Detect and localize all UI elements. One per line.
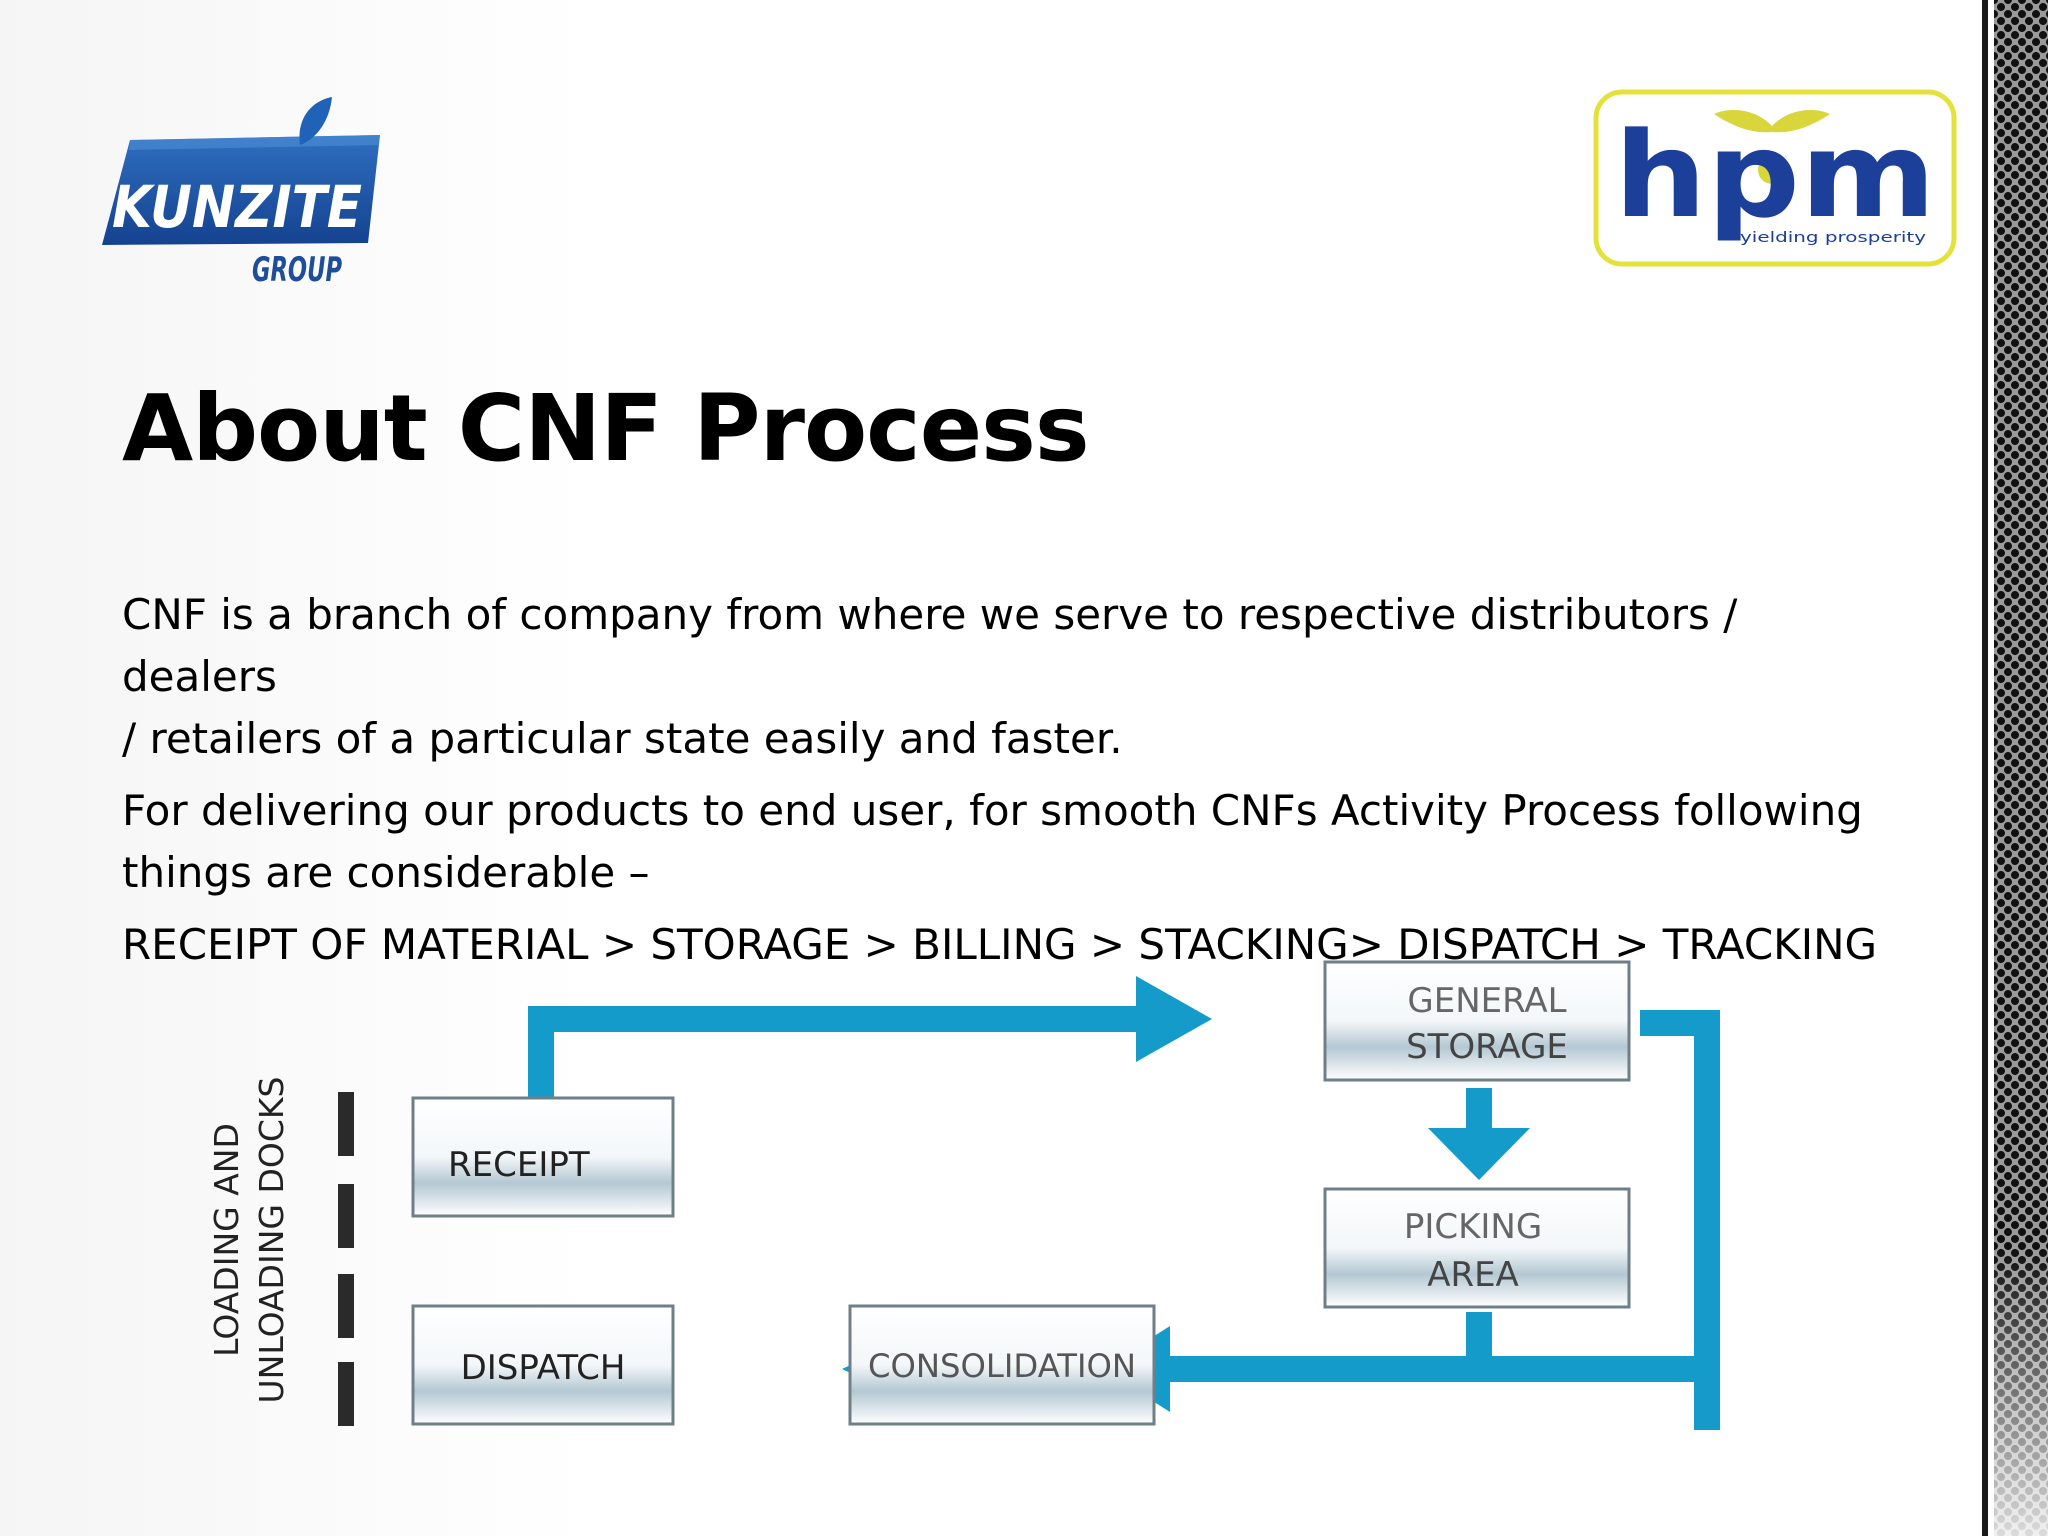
cnf-process-flow-diagram: LOADING AND UNLOADING DOCKS RECEIPT	[207, 960, 1720, 1430]
sprout-icon	[1714, 110, 1830, 133]
dock-bar	[338, 1274, 354, 1338]
general-storage-box: GENERAL STORAGE	[1323, 960, 1631, 1082]
group-wordmark: GROUP	[252, 250, 342, 290]
box-label: RECEIPT	[448, 1145, 590, 1185]
text-line: CNF is a branch of company from where we…	[122, 590, 1738, 701]
box-label: STORAGE	[1406, 1027, 1568, 1067]
box-label: DISPATCH	[461, 1348, 626, 1388]
receipt-box: RECEIPT	[411, 1096, 675, 1218]
hpm-tagline: yielding prosperity	[1740, 230, 1926, 246]
box-label: CONSOLIDATION	[868, 1347, 1136, 1385]
slide-title: About CNF Process	[122, 375, 1090, 482]
docks-label-line: LOADING AND	[207, 1123, 246, 1357]
consolidation-box: CONSOLIDATION	[848, 1304, 1156, 1426]
box-label: GENERAL	[1407, 981, 1566, 1021]
loading-unloading-docks-label: LOADING AND UNLOADING DOCKS	[207, 1077, 291, 1404]
paragraph-intro: CNF is a branch of company from where we…	[122, 584, 1902, 770]
hpm-wordmark: hpm	[1614, 106, 1936, 244]
dock-bar	[338, 1184, 354, 1248]
leaf-icon	[299, 97, 332, 145]
text-line: things are considerable –	[122, 848, 650, 897]
docks-label-line: UNLOADING DOCKS	[252, 1077, 291, 1404]
kunzite-group-logo: KUNZITE GROUP	[102, 97, 380, 290]
dock-bar	[338, 1092, 354, 1156]
dispatch-box: DISPATCH	[411, 1304, 675, 1426]
paragraph-delivery: For delivering our products to end user,…	[122, 780, 1902, 904]
text-line: / retailers of a particular state easily…	[122, 714, 1123, 763]
picking-area-box: PICKING AREA	[1323, 1187, 1631, 1309]
kunzite-wordmark: KUNZITE	[112, 173, 362, 241]
decorative-side-strip	[1982, 0, 2048, 1536]
box-label: AREA	[1427, 1255, 1519, 1295]
dock-bar	[338, 1362, 354, 1426]
hpm-logo: hpm yielding prosperity	[1593, 89, 1957, 267]
text-line: For delivering our products to end user,…	[122, 786, 1863, 835]
slide-body: CNF is a branch of company from where we…	[122, 584, 1902, 986]
box-label: PICKING	[1404, 1207, 1542, 1247]
dock-bars	[338, 1092, 354, 1426]
